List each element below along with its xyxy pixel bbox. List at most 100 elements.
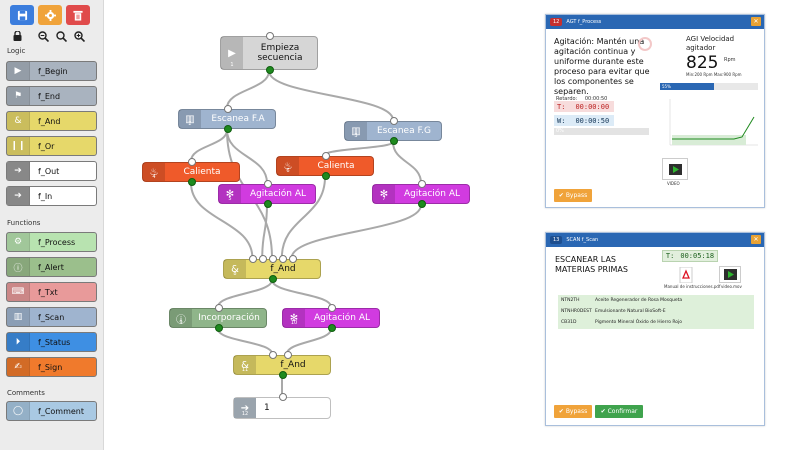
output-port[interactable] [328, 324, 336, 332]
pause-bars-icon: ❙❙ [7, 137, 30, 155]
process-panel-id: 12 [550, 18, 563, 26]
input-port[interactable] [224, 105, 232, 113]
palette-item-f-out[interactable]: ➔f_Out [6, 161, 97, 181]
pdf-icon[interactable] [678, 266, 694, 284]
palette-item-f-comment[interactable]: ◯f_Comment [6, 401, 97, 421]
palette-item-label: f_Alert [38, 262, 64, 272]
barcode-icon: ▥2 [179, 110, 201, 128]
input-port[interactable] [259, 255, 268, 263]
settings-button[interactable] [38, 5, 62, 25]
input-port[interactable] [249, 255, 258, 263]
bypass-button[interactable]: ✔Bypass [554, 189, 592, 202]
input-port[interactable] [188, 158, 196, 166]
output-port[interactable] [269, 275, 277, 283]
input-port[interactable] [288, 255, 297, 263]
scan-t-value: 00:05:18 [680, 252, 715, 260]
scan-bypass-button[interactable]: ✔Bypass [554, 405, 592, 418]
delete-button[interactable] [66, 5, 90, 25]
input-port[interactable] [266, 32, 274, 40]
output-port[interactable] [418, 200, 426, 208]
scan-video-thumbnail[interactable] [719, 266, 741, 283]
input-port[interactable] [278, 255, 287, 263]
output-port[interactable] [264, 200, 272, 208]
arrow-circle-icon: ➔ [7, 162, 30, 180]
input-port[interactable] [390, 117, 398, 125]
output-port[interactable] [188, 178, 196, 186]
palette-item-f-txt[interactable]: ⌨f_Txt [6, 282, 97, 302]
input-port[interactable] [215, 304, 223, 312]
output-port[interactable] [322, 172, 330, 180]
confirm-button[interactable]: ✔Confirmar [595, 405, 643, 418]
zoom-out-icon[interactable] [38, 31, 50, 45]
palette-item-label: f_Begin [38, 66, 68, 76]
palette-item-f-status[interactable]: ⏵f_Status [6, 332, 97, 352]
input-port[interactable] [322, 152, 330, 160]
arrow-circle-icon: ➔12 [234, 398, 256, 418]
output-port[interactable] [266, 66, 274, 74]
output-port[interactable] [390, 137, 398, 145]
save-icon [17, 10, 27, 20]
input-port[interactable] [264, 180, 272, 188]
save-button[interactable] [10, 5, 34, 25]
palette-item-f-begin[interactable]: ▶f_Begin [6, 61, 97, 81]
material-name: Pigmento Mineral Óxido de Hierro Rojo [595, 320, 683, 325]
speed-gauge-icon [638, 37, 652, 51]
input-port[interactable] [269, 255, 277, 263]
palette-item-f-process[interactable]: ⚙f_Process [6, 232, 97, 252]
palette-item-f-end[interactable]: ⚑f_End [6, 86, 97, 106]
input-port[interactable] [269, 351, 278, 359]
gear-icon [44, 9, 56, 21]
gears-icon: ⚙ [7, 233, 30, 251]
palette-item-f-scan[interactable]: ▥f_Scan [6, 307, 97, 327]
palette-item-label: f_End [38, 91, 61, 101]
process-panel-title: AGT f_Process [566, 19, 602, 25]
video-thumbnail[interactable] [662, 158, 688, 180]
scan-title: ESCANEAR LAS MATERIAS PRIMAS [555, 255, 628, 274]
palette-item-f-or[interactable]: ❙❙f_Or [6, 136, 97, 156]
input-port[interactable] [279, 393, 287, 401]
input-port[interactable] [328, 304, 336, 312]
scan-panel-id: 13 [550, 236, 563, 244]
output-port[interactable] [224, 125, 232, 133]
zoom-in-icon[interactable] [74, 31, 86, 45]
lock-icon[interactable] [13, 30, 22, 44]
material-code: NTN2TH [561, 298, 580, 303]
material-name: Aceite Regenerador de Rosa Mosqueta [595, 298, 683, 303]
video-play-icon [723, 269, 737, 280]
palette-item-f-and[interactable]: &f_And [6, 111, 97, 131]
palette-item-f-sign[interactable]: ✍f_Sign [6, 357, 97, 377]
output-port[interactable] [215, 324, 223, 332]
mixer-icon: ✻7 [373, 185, 395, 203]
scan-timer: T: 00:05:18 [662, 250, 718, 262]
pdf-label: Manual de instrucciones.pdf [664, 284, 721, 289]
node-number: 4 [152, 174, 156, 180]
close-icon[interactable]: ✕ [751, 235, 761, 244]
node-number: 3 [354, 133, 358, 139]
process-progress-text: 0% [556, 128, 564, 134]
palette-item-f-in[interactable]: ➔f_In [6, 186, 97, 206]
input-port[interactable] [418, 180, 426, 188]
input-port[interactable] [283, 351, 292, 359]
speed-progress-bar: 55% [660, 83, 758, 90]
zoom-reset-icon[interactable] [56, 31, 68, 45]
output-port[interactable] [279, 371, 287, 379]
node-label: Agitación AL [249, 189, 307, 199]
speech-bubble-icon: ◯ [7, 402, 30, 420]
ampersand-icon: & [7, 112, 30, 130]
close-icon[interactable]: ✕ [751, 17, 761, 26]
speed-value: 825 [686, 53, 719, 73]
